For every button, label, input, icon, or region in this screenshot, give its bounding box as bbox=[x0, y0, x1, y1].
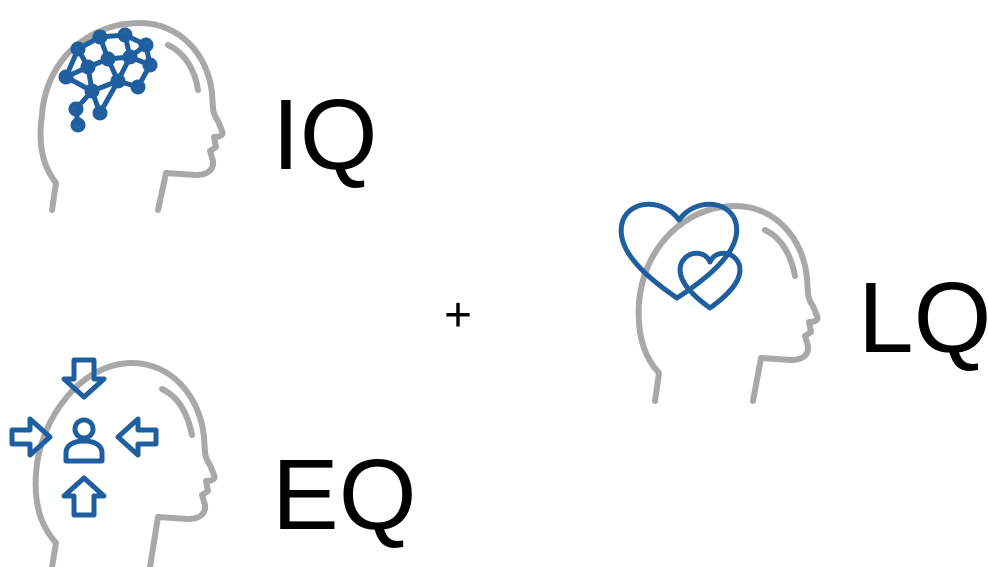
head-hearts-icon bbox=[618, 201, 821, 404]
lq-label: LQ bbox=[858, 262, 988, 374]
head-brain-network-icon bbox=[37, 20, 226, 213]
eq-label: EQ bbox=[272, 439, 417, 551]
iq-label: IQ bbox=[272, 79, 378, 191]
plus-operator: + bbox=[444, 289, 473, 342]
head-people-arrows-icon bbox=[9, 357, 218, 567]
